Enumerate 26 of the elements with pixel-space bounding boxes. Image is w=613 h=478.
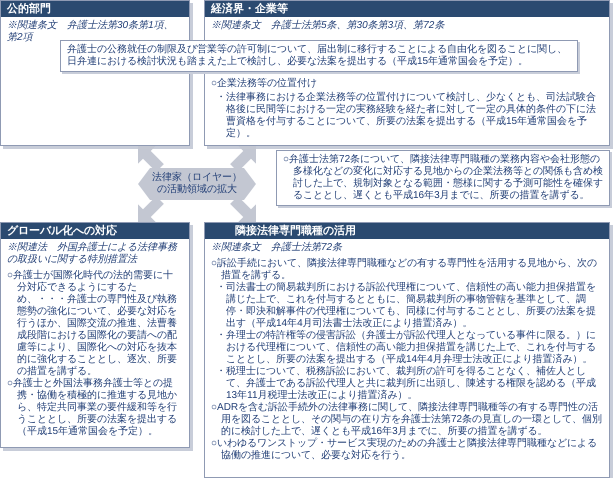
center-label: 法律家（ロイヤー）の活動領域の拡大: [152, 172, 242, 196]
related-law-note: ※関連条文 弁護士法第72条: [210, 242, 344, 254]
bullet-item: ○弁護士と外国法事務弁護士等との提携・協働を積極的に推進する見地から、特定共同事業の要件緩和等を行うこととし、所要の法案を提出する（平成15年通常国会を予定）。: [7, 378, 178, 438]
bullet-item: ○弁護士が国際化時代の法的需要に十分対応できるようにするため、・・・弁護士の専門性及び執務態勢の強化について、必要な対応を行うほか、国際交流の推進、法曹養成段階における国際化の要請への配慮等により、国際化への対応を抜本的に強化することとし、逐次、所要の措置を講ずる。: [7, 270, 178, 378]
sub-bullet-item: ・税理士について、税務訴訟において、裁判所の許可を得ることなく、補佐人として、弁護士である訴訟代理人と共に裁判所に出頭し、陳述する権限を認める（平成13年11月税理士法改正により措置済み）。: [215, 366, 597, 402]
sub-bullet-item: ・司法書士の簡易裁判所における訴訟代理権について、信頼性の高い能力担保措置を講じた上で、これを付与するとともに、簡易裁判所の事物管轄を基準として、調停・即決和解事件の代理権についても、同様に付与することとし、所要の法案を提出す（平成14年4月司法書士法改正により措置済み）。: [215, 282, 597, 330]
section-header: 隣接法律専門職種の活用: [205, 223, 609, 239]
note-box: [60, 40, 578, 72]
section-header: 経済界・企業等: [205, 1, 609, 17]
sub-bullet-item: ・弁理士の特許権等の侵害訴訟（弁護士が訴訟代理人となっている事件に限る。）における代理権について、信頼性の高い能力担保措置を講じた上で、これを付与することとし、所要の法案を提出する（平成14年4月弁理士法改正により措置済み）。: [215, 330, 597, 366]
bullet-item: ○訴訟手続において、隣接法律専門職種などの有する専門性を活用する見地から、次の措置を講ずる。: [211, 258, 598, 282]
section-panel: [0, 222, 190, 448]
bullet-item: ○ADRを含む訴訟手続外の法律事務に関して、隣接法律専門職種等の有する専門性の活用を図ることとし、その関与の在り方を弁護士法第72条の見直しの一環として、個別的に検討した上で、遅くとも平成16年3月までに、所要の措置を講ずる。: [211, 402, 603, 438]
note-text: ○弁護士法第72条について、隣接法律専門職種の業務内容や会社形態の多様化などの変化に対応する見地からの企業法務等との関係も含め検討した上で、規制対象となる範囲・態様に関する予測可能性を確保することとし、遅くとも平成16年3月までに、所要の措置を講ずる。: [283, 154, 603, 202]
arrow-hub: [138, 168, 256, 200]
subsection-heading: ○企業法務等の位置付け: [210, 78, 318, 90]
section-panel: [204, 222, 610, 478]
related-law-note: ※関連条文 弁護士法第30条第1項、第2項: [6, 20, 175, 44]
section-header: 公的部門: [1, 1, 189, 17]
note-text: 弁護士の公務就任の制限及び営業等の許可制について、届出制に移行することによる自由化を図ることに関し、日弁連における検討状況も踏まえた上で検討し、必要な法案を提出する（平成15年通常国会を予定）。: [67, 44, 568, 68]
section-header: グローバル化への対応: [1, 223, 189, 239]
bullet-item: ○いわゆるワンストップ・サービス実現のための弁護士と隣接法律専門職種などによる協働の推進について、必要な対応を行う。: [211, 438, 598, 462]
sub-bullet-item: ・法律事務における企業法務等の位置付けについて検討し、少なくとも、司法試験合格後に民間等における一定の実務経験を経た者に対して一定の具体的条件の下に法曹資格を付与することについて、所要の法案を提出する（平成15年通常国会を予定）。: [215, 92, 597, 140]
note-box: [276, 150, 610, 206]
related-law-note: ※関連条文 弁護士法第5条、第30条第3項、第72条: [210, 20, 446, 32]
related-law-note: ※関連法 外国弁護士による法律事務の取扱いに関する特別措置法: [6, 242, 178, 266]
